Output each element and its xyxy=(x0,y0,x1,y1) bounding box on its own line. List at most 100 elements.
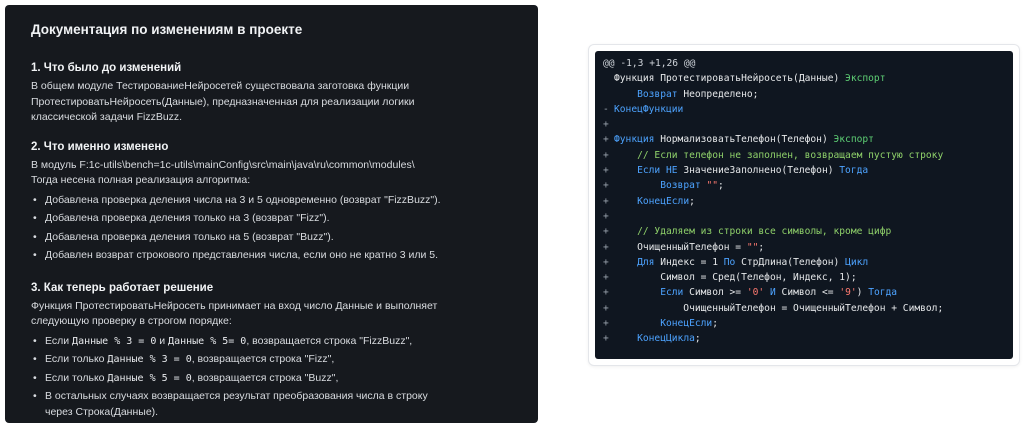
section-2-line: Тогда несена полная реализация алгоритма… xyxy=(31,174,251,186)
code-diff-card: @@ -1,3 +1,26 @@ Функция ПротестироватьН… xyxy=(588,44,1020,366)
diff-line: + Если НЕ ЗначениеЗаполнено(Телефон) Тог… xyxy=(603,163,1013,178)
code-token: КонецЦикла xyxy=(637,333,695,345)
code-token xyxy=(614,257,637,268)
code-token: ОчищенныйТелефон = ОчищенныйТелефон + Си… xyxy=(614,302,944,314)
code-token: "" xyxy=(746,241,759,253)
code-token: ЗначениеЗаполнено(Телефон) xyxy=(677,165,840,177)
list-item: •В остальных случаях возвращается резуль… xyxy=(33,390,428,418)
diff-line: + Символ = Сред(Телефон, Индекс, 1); xyxy=(603,270,1013,285)
code-token xyxy=(614,180,660,191)
code-token: Экспорт xyxy=(845,73,886,85)
diff-marker: + xyxy=(603,165,609,177)
code-token xyxy=(614,165,637,176)
code-token xyxy=(614,287,660,298)
diff-marker: + xyxy=(603,149,609,161)
list-item: •Если Данные % 3 = 0 и Данные % 5= 0, во… xyxy=(33,334,413,347)
code-token: ; xyxy=(689,195,695,207)
code-token: Если НЕ xyxy=(637,165,678,177)
code-token: Функция ПротестироватьНейросеть(Данные) xyxy=(614,73,846,85)
code-token: "" xyxy=(706,180,718,192)
diff-marker: + xyxy=(603,210,609,222)
code-diff-view[interactable]: @@ -1,3 +1,26 @@ Функция ПротестироватьН… xyxy=(595,51,1013,359)
documentation-panel: Документация по изменениям в проекте 1. … xyxy=(5,5,538,423)
diff-line: + // Удаляем из строки все символы, кром… xyxy=(603,224,1013,239)
diff-marker: - xyxy=(603,103,609,115)
diff-marker xyxy=(603,87,614,102)
section-2-list: •Добавлена проверка деления числа на 3 и… xyxy=(31,193,512,264)
code-token: // Если телефон не заполнен, возвращаем … xyxy=(614,149,944,161)
section-1-line: В общем модуле ТестированиеНейросетей су… xyxy=(31,80,410,92)
code-token: Тогда xyxy=(839,165,869,177)
list-item: •Добавлена проверка деления числа на 3 и… xyxy=(33,193,441,206)
diff-marker: + xyxy=(603,180,609,192)
code-token: ; xyxy=(712,318,718,330)
diff-marker: + xyxy=(603,119,609,131)
diff-line: Функция ПротестироватьНейросеть(Данные) … xyxy=(603,71,1013,86)
code-token: КонецФункции xyxy=(614,103,684,115)
doc-title: Документация по изменениям в проекте xyxy=(31,22,303,37)
code-token: ) xyxy=(856,287,869,299)
diff-line: +Функция НормализоватьТелефон(Телефон) Э… xyxy=(603,132,1013,147)
diff-marker: + xyxy=(603,134,609,146)
diff-marker: + xyxy=(603,195,609,207)
diff-line: + Если Символ >= '0' И Символ <= '9') То… xyxy=(603,285,1013,300)
diff-line: + ОчищенныйТелефон = ОчищенныйТелефон + … xyxy=(603,301,1013,316)
diff-line: @@ -1,3 +1,26 @@ xyxy=(603,56,1013,71)
list-item: •Добавлена проверка деления только на 3 … xyxy=(33,212,330,224)
diff-line: + КонецЦикла; xyxy=(603,331,1013,346)
diff-marker: + xyxy=(603,226,609,238)
code-token: И xyxy=(769,287,776,299)
code-token: Если xyxy=(660,287,684,299)
diff-line: + Возврат ""; xyxy=(603,178,1013,193)
code-token: Символ = Сред(Телефон, Индекс, 1); xyxy=(614,272,857,284)
code-token: Символ >= xyxy=(683,287,747,299)
list-item: •Добавлен возврат строкового представлен… xyxy=(33,249,439,261)
section-3-heading: 3. Как теперь работает решение xyxy=(31,281,214,294)
code-token: СтрДлина(Телефон) xyxy=(735,256,846,268)
code-token: Возврат xyxy=(660,180,701,192)
section-1-line: ПротестироватьНейросеть(Данные), предназ… xyxy=(31,95,415,108)
section-3-list: •Если Данные % 3 = 0 и Данные % 5= 0, во… xyxy=(31,334,512,421)
code-token: Цикл xyxy=(845,256,869,268)
diff-line: Возврат Неопределено; xyxy=(603,87,1013,102)
diff-line: + КонецЕсли; xyxy=(603,316,1013,331)
diff-marker: + xyxy=(603,302,609,314)
code-token: Функция xyxy=(614,134,655,146)
diff-marker xyxy=(603,71,614,86)
code-token: Для xyxy=(637,256,655,268)
code-token: // Удаляем из строки все символы, кроме … xyxy=(614,226,892,238)
diff-line: + xyxy=(603,209,1013,224)
section-1-line: классической задачи FizzBuzz. xyxy=(31,111,183,123)
code-token xyxy=(614,196,637,207)
section-2-heading: 2. Что именно изменено xyxy=(31,140,169,153)
code-token: НормализоватьТелефон(Телефон) xyxy=(654,134,834,146)
code-token: По xyxy=(723,256,736,268)
code-token: Неопределено; xyxy=(677,88,759,100)
code-token xyxy=(614,333,637,344)
diff-line: + ОчищенныйТелефон = ""; xyxy=(603,240,1013,255)
diff-marker: + xyxy=(603,256,609,268)
code-token: Тогда xyxy=(868,287,898,299)
diff-marker: + xyxy=(603,272,609,284)
diff-line: + КонецЕсли; xyxy=(603,194,1013,209)
section-1-heading: 1. Что было до изменений xyxy=(31,62,182,74)
code-token: ; xyxy=(694,333,701,345)
code-token: КонецЕсли xyxy=(637,195,690,207)
code-token xyxy=(614,89,637,100)
list-item: •Если только Данные % 5 = 0, возвращаетс… xyxy=(33,371,339,384)
list-item: •Добавлена проверка деления только на 5 … xyxy=(33,230,334,243)
code-token xyxy=(614,318,660,329)
code-token: @@ -1,3 +1,26 @@ xyxy=(603,58,696,69)
diff-line: -КонецФункции xyxy=(603,102,1013,117)
section-3-line: Функция ПротестироватьНейросеть принимае… xyxy=(31,299,438,312)
code-token: '9' xyxy=(839,287,857,299)
list-item: •Если только Данные % 3 = 0, возвращаетс… xyxy=(33,353,335,365)
diff-line: + Для Индекс = 1 По СтрДлина(Телефон) Ци… xyxy=(603,255,1013,270)
diff-line: + xyxy=(603,117,1013,132)
code-token: '0' xyxy=(746,287,765,299)
code-token: КонецЕсли xyxy=(660,318,713,330)
section-3-line: следующую проверку в строгом порядке: xyxy=(31,315,232,327)
diff-line: + // Если телефон не заполнен, возвращае… xyxy=(603,148,1013,163)
section-2-line: В модуль F:1c-utils\bench=1c-utils\mainC… xyxy=(31,158,415,171)
code-token: Возврат xyxy=(637,88,678,100)
